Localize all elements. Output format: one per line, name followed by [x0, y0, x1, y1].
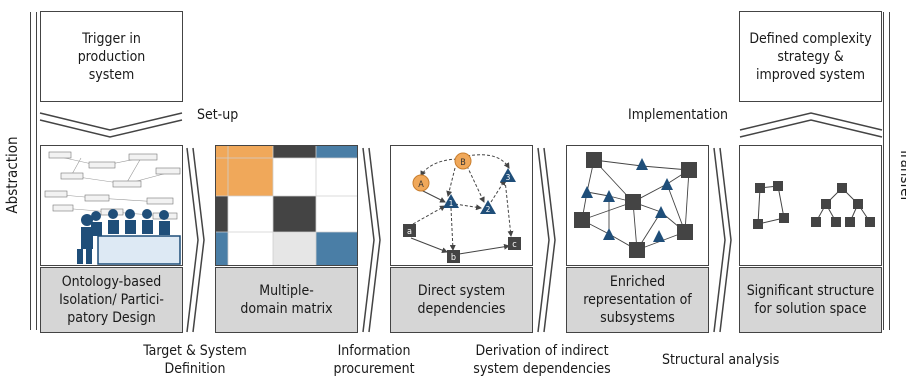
node-2: 2 — [486, 205, 491, 214]
matrix-panel — [215, 145, 358, 266]
stage-label-enriched: Enriched representation of subsystems — [566, 267, 709, 333]
defined-complexity-box: Defined complexity strategy & improved s… — [739, 11, 882, 102]
node-3: 3 — [506, 173, 511, 182]
enriched-panel — [566, 145, 709, 266]
node-B: B — [460, 158, 466, 168]
step-derivation: Derivation of indirect system dependenci… — [473, 343, 611, 377]
ontology-illustration — [44, 151, 181, 265]
structure-graph — [753, 181, 875, 229]
step-structural: Structural analysis — [662, 352, 780, 368]
dependency-graph: B A 1 2 3 a b c — [403, 152, 521, 263]
node-b: b — [451, 253, 456, 263]
stage-label-ontology: Ontology-based Isolation/ Partici-patory… — [40, 267, 183, 333]
right-bar — [883, 12, 890, 330]
trigger-box: Trigger in production system — [40, 11, 183, 102]
implementation-label: Implementation — [628, 107, 729, 123]
enriched-graph — [574, 152, 697, 258]
node-A: A — [418, 180, 424, 190]
step-information: Information procurement — [333, 343, 415, 377]
node-c: c — [512, 240, 516, 250]
ontology-panel — [40, 145, 183, 266]
node-a: a — [407, 227, 412, 237]
node-1: 1 — [449, 199, 454, 208]
stage-label-structure: Significant structure for solution space — [739, 267, 882, 333]
stage-label-direct: Direct system dependencies — [390, 267, 533, 333]
left-bar — [30, 12, 37, 330]
graph-panel: B A 1 2 3 a b c — [390, 145, 533, 266]
setup-label: Set-up — [197, 107, 239, 123]
structure-panel — [739, 145, 882, 266]
step-target-system: Target & System Definition — [143, 343, 247, 377]
dsm-matrix — [216, 146, 357, 265]
stage-label-matrix: Multiple-domain matrix — [215, 267, 358, 333]
